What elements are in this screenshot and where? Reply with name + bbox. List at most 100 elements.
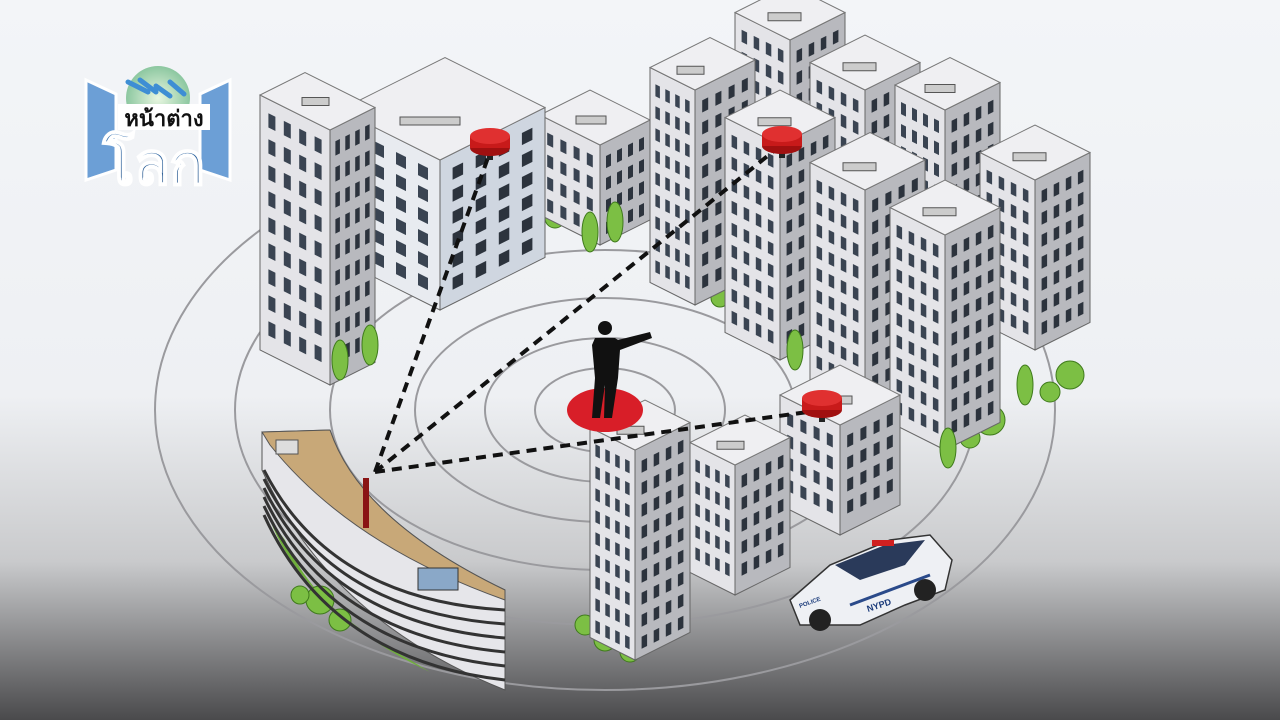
window [605, 603, 610, 618]
window [299, 154, 307, 173]
window [299, 310, 307, 329]
window [675, 182, 680, 197]
window [777, 542, 784, 558]
window [653, 605, 660, 621]
window [777, 520, 784, 536]
window [786, 152, 793, 168]
window [908, 296, 915, 312]
window [283, 328, 291, 347]
window [963, 390, 970, 406]
window [1022, 231, 1029, 247]
window [573, 145, 580, 161]
window [628, 186, 633, 202]
window [816, 179, 823, 195]
window [1077, 191, 1084, 207]
triangulation-line [373, 144, 782, 474]
window [702, 185, 709, 201]
window [595, 488, 600, 503]
window [963, 133, 970, 149]
window [639, 159, 644, 174]
window [852, 263, 859, 279]
window [595, 554, 600, 569]
window [873, 485, 880, 501]
window [975, 252, 982, 268]
window [932, 286, 939, 302]
window [934, 118, 939, 134]
window [798, 168, 805, 184]
window [452, 206, 464, 224]
window [355, 181, 360, 198]
rooftop-unit [716, 440, 745, 450]
window [625, 547, 630, 562]
window [665, 199, 670, 214]
curved-building-roof [261, 429, 506, 601]
cypress-tree [331, 339, 349, 381]
window [934, 140, 939, 156]
window [653, 539, 660, 555]
window [883, 91, 890, 107]
window [755, 234, 762, 250]
window [299, 206, 307, 225]
window [987, 400, 994, 416]
tree [290, 585, 310, 605]
window [963, 111, 970, 127]
window [951, 418, 958, 434]
window [743, 294, 750, 310]
window [365, 202, 370, 219]
tree [1055, 360, 1085, 390]
window [1077, 279, 1084, 295]
window [452, 228, 464, 246]
window [813, 491, 820, 507]
window [268, 139, 276, 157]
window [498, 205, 510, 223]
window [615, 608, 620, 623]
car-windows [835, 540, 925, 580]
window [268, 295, 276, 313]
window [685, 187, 690, 202]
window [605, 625, 610, 640]
window [595, 466, 600, 481]
window [605, 515, 610, 530]
window [828, 317, 835, 333]
window [715, 557, 720, 572]
window [901, 102, 906, 117]
window [987, 224, 994, 240]
window [1041, 187, 1048, 203]
window [975, 340, 982, 356]
window [872, 197, 879, 213]
window [283, 250, 291, 269]
window [1053, 291, 1060, 307]
window [975, 274, 982, 290]
window [826, 454, 833, 470]
window [639, 203, 644, 218]
window [675, 94, 680, 109]
window [615, 520, 620, 535]
window [655, 194, 660, 209]
window [1065, 241, 1072, 257]
window [675, 204, 680, 219]
window [743, 140, 750, 156]
window [268, 165, 276, 183]
window [828, 207, 835, 223]
window [951, 396, 958, 412]
window [932, 396, 939, 412]
window [873, 441, 880, 457]
window [653, 583, 660, 599]
window [755, 168, 762, 184]
window [896, 334, 903, 350]
window [1010, 291, 1017, 307]
window [886, 478, 893, 494]
window [283, 172, 291, 191]
window [677, 527, 684, 543]
window [345, 264, 350, 281]
curved-building [261, 429, 506, 691]
window [665, 133, 670, 148]
window [765, 548, 772, 564]
window [355, 207, 360, 224]
window [365, 254, 370, 271]
window [932, 264, 939, 280]
window [374, 185, 384, 203]
window [840, 345, 847, 361]
window [798, 146, 805, 162]
window [920, 280, 927, 296]
